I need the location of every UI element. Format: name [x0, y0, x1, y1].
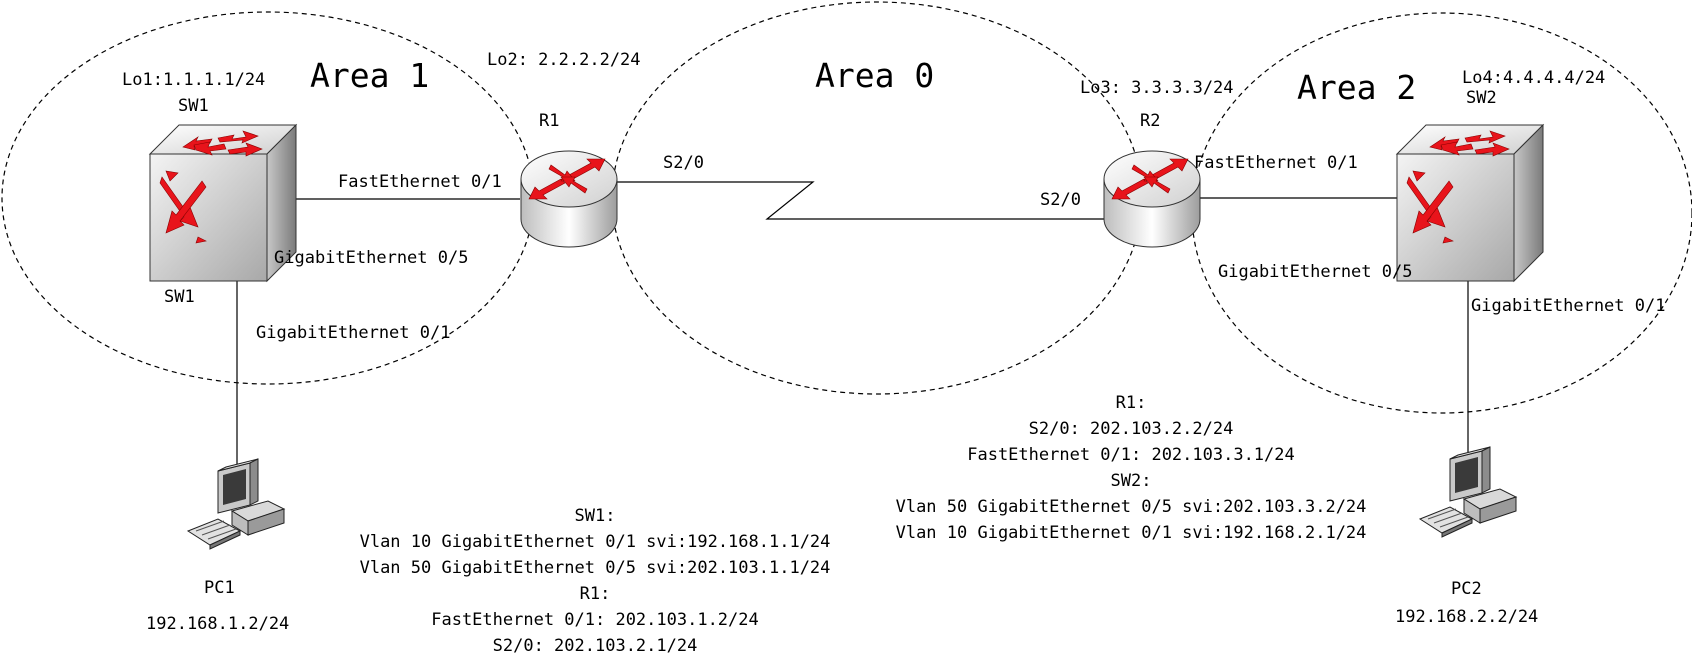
r2-icon: [1103, 150, 1201, 248]
link-r1-r2-serial: [617, 181, 1104, 220]
notes-left-line: Vlan 50 GigabitEthernet 0/5 svi:202.103.…: [359, 558, 831, 578]
pc1-icon: [186, 458, 286, 550]
notes-right-line: Vlan 50 GigabitEthernet 0/5 svi:202.103.…: [895, 497, 1367, 517]
notes-left-line: S2/0: 202.103.2.1/24: [492, 636, 698, 656]
sw1-icon: [148, 123, 298, 283]
notes-left-line: R1:: [579, 584, 611, 604]
sw1-name-bottom: SW1: [164, 287, 195, 307]
pc1-ip-label: 192.168.1.2/24: [146, 614, 290, 634]
sw1-g05-label: GigabitEthernet 0/5: [274, 248, 469, 268]
notes-left-line: Vlan 10 GigabitEthernet 0/1 svi:192.168.…: [359, 532, 831, 552]
r1-s20-label: S2/0: [663, 153, 704, 173]
r2-name: R2: [1140, 111, 1161, 131]
pc2-name: PC2: [1451, 579, 1482, 599]
notes-left-block: SW1: Vlan 10 GigabitEthernet 0/1 svi:192…: [330, 506, 860, 656]
sw2-icon: [1395, 123, 1545, 283]
notes-left-line: SW1:: [574, 506, 616, 526]
pc2-ip-label: 192.168.2.2/24: [1395, 607, 1539, 627]
notes-right-line: SW2:: [1110, 471, 1152, 491]
sw1-name-top: SW1: [178, 96, 209, 116]
area1-title: Area 1: [310, 56, 430, 95]
notes-right-line: R1:: [1115, 393, 1147, 413]
pc2-icon: [1418, 446, 1518, 538]
notes-right-line: FastEthernet 0/1: 202.103.3.1/24: [967, 445, 1295, 465]
sw1-g01-label: GigabitEthernet 0/1: [256, 323, 451, 343]
notes-right-block: R1: S2/0: 202.103.2.2/24 FastEthernet 0/…: [866, 393, 1396, 543]
sw2-g01-label: GigabitEthernet 0/1: [1471, 296, 1666, 316]
r1-loopback-label: Lo2: 2.2.2.2/24: [487, 50, 641, 70]
sw1-loopback-label: Lo1:1.1.1.1/24: [122, 70, 266, 90]
sw2-name: SW2: [1466, 88, 1497, 108]
r2-fa01-label: FastEthernet 0/1: [1194, 153, 1358, 173]
r1-name: R1: [539, 111, 560, 131]
notes-right-line: Vlan 10 GigabitEthernet 0/1 svi:192.168.…: [895, 523, 1367, 543]
sw2-g05-label: GigabitEthernet 0/5: [1218, 262, 1413, 282]
r1-icon: [520, 150, 618, 248]
pc1-name: PC1: [204, 578, 235, 598]
r1-fa01-label: FastEthernet 0/1: [338, 172, 502, 192]
notes-left-line: FastEthernet 0/1: 202.103.1.2/24: [431, 610, 759, 630]
notes-right-line: S2/0: 202.103.2.2/24: [1028, 419, 1234, 439]
r2-loopback-label: Lo3: 3.3.3.3/24: [1080, 78, 1234, 98]
area2-title: Area 2: [1297, 68, 1417, 107]
r2-s20-label: S2/0: [1040, 190, 1081, 210]
sw2-loopback-label: Lo4:4.4.4.4/24: [1462, 68, 1606, 88]
area2-boundary: [1191, 12, 1692, 414]
area0-title: Area 0: [815, 56, 935, 95]
